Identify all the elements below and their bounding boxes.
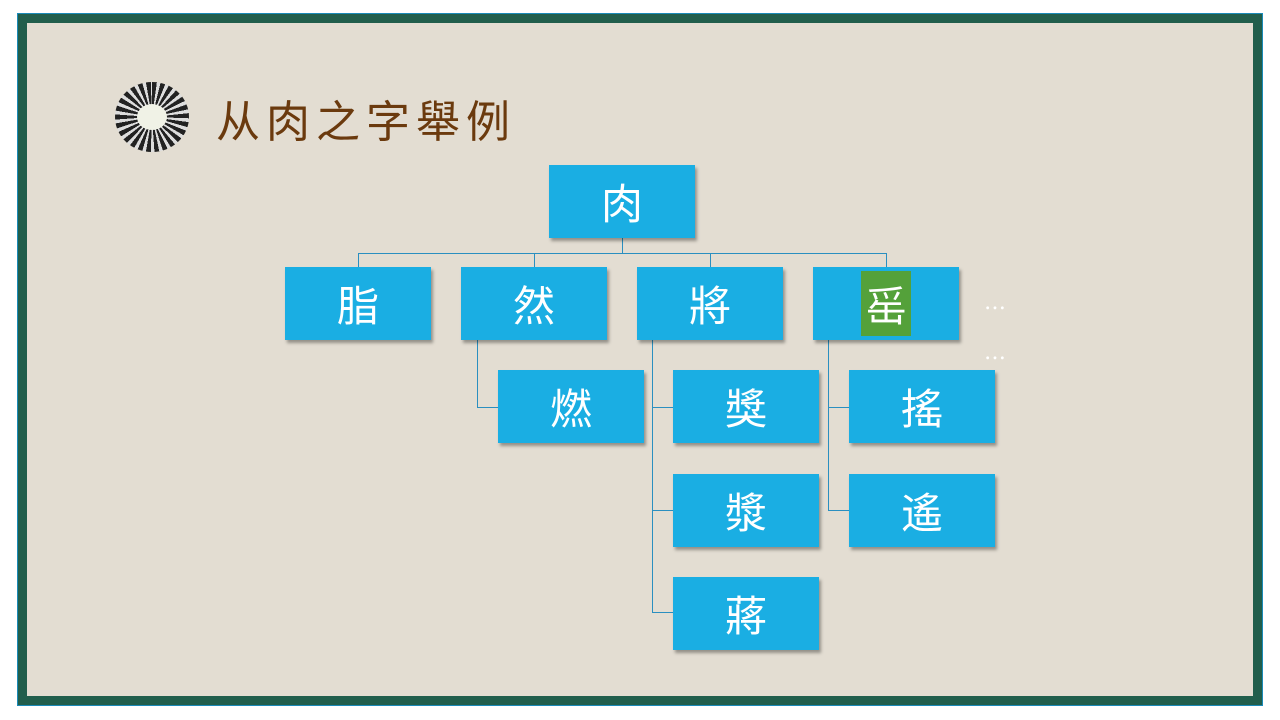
node-l2: 獎: [673, 370, 819, 443]
ellipsis: …: [984, 290, 1010, 315]
connector: [652, 612, 673, 613]
node-root: 肉: [549, 165, 695, 238]
node-l2: 搖: [849, 370, 995, 443]
connector: [710, 253, 711, 267]
connector: [534, 253, 535, 267]
node-l2: 遙: [849, 474, 995, 547]
node-l1: 脂: [285, 267, 431, 340]
connector: [828, 407, 849, 408]
connector: [358, 253, 886, 254]
connector: [358, 253, 359, 267]
slide-title: 从肉之字舉例: [216, 97, 516, 148]
bronze-mirror-logo-icon: [115, 82, 189, 152]
connector: [477, 407, 498, 408]
highlighted-char: 䍃: [860, 271, 911, 336]
node-l1: 將: [637, 267, 783, 340]
connector: [652, 407, 673, 408]
node-l1: 然: [461, 267, 607, 340]
connector: [477, 340, 478, 407]
connector: [652, 510, 673, 511]
connector: [828, 340, 829, 510]
node-l1: 䍃: [813, 267, 959, 340]
connector: [622, 237, 623, 253]
connector: [652, 340, 653, 612]
node-l2: 漿: [673, 474, 819, 547]
slide-canvas: [27, 23, 1253, 696]
node-l2: 燃: [498, 370, 644, 443]
connector: [828, 510, 849, 511]
ellipsis: …: [984, 340, 1010, 365]
connector: [886, 253, 887, 267]
node-l2: 蔣: [673, 577, 819, 650]
